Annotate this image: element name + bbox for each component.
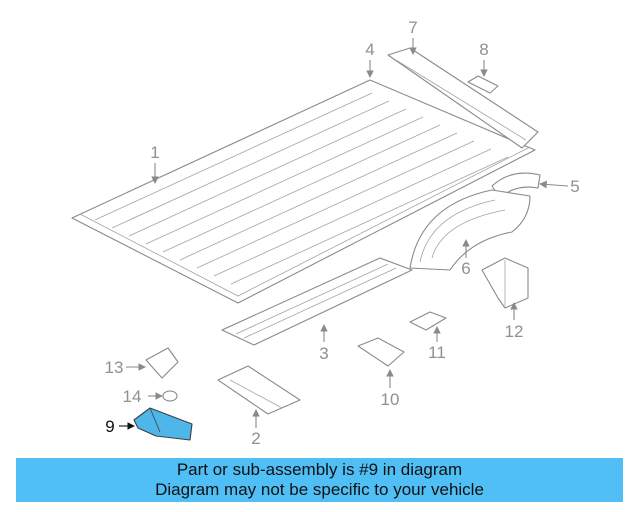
callout-14: 14	[123, 387, 142, 406]
support-part-highlighted	[133, 407, 193, 441]
callout-1: 1	[150, 143, 159, 162]
callout-9: 9	[105, 417, 114, 436]
leader-lines	[119, 38, 569, 430]
parts-diagram: 1 2 3 4 5 6 7 8 9 10 11 12 13 14	[71, 18, 580, 448]
clip-part	[467, 75, 499, 94]
plate-part	[409, 311, 447, 331]
callout-2: 2	[251, 429, 260, 448]
mount-part	[357, 337, 405, 367]
callout-5: 5	[570, 177, 579, 196]
info-banner: Part or sub-assembly is #9 in diagram Di…	[16, 458, 623, 502]
side-sill-part	[387, 47, 539, 149]
hinge-part	[145, 347, 179, 379]
callout-11: 11	[428, 343, 446, 362]
nut-part	[162, 390, 178, 402]
callout-13: 13	[105, 358, 124, 377]
callout-3: 3	[319, 344, 328, 363]
callout-7: 7	[408, 18, 417, 37]
wheelhouse-part	[409, 189, 531, 271]
cross-panel-part	[221, 257, 413, 346]
banner-line-1: Part or sub-assembly is #9 in diagram	[176, 460, 463, 479]
callout-12: 12	[505, 322, 524, 341]
banner-line-2: Diagram may not be specific to your vehi…	[155, 480, 484, 499]
crossmember-part	[217, 365, 301, 415]
callout-4: 4	[365, 40, 374, 59]
callout-6: 6	[461, 259, 470, 278]
callout-10: 10	[381, 390, 400, 409]
floor-panel-part	[71, 79, 536, 304]
callout-8: 8	[479, 40, 488, 59]
bracket-part	[481, 257, 529, 309]
